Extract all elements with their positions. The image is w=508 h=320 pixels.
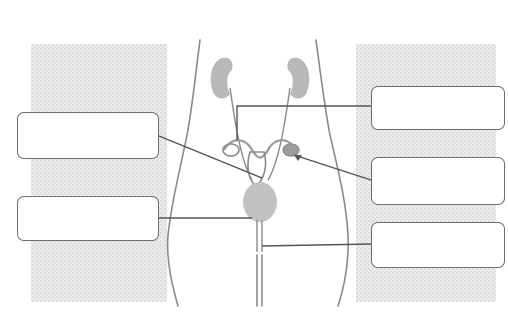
left-kidney [211, 58, 233, 99]
right-kidney [287, 58, 309, 99]
bladder [243, 182, 277, 222]
ureters [230, 88, 290, 180]
left-ovary [223, 144, 239, 156]
body-outline [168, 40, 349, 306]
urethra [257, 220, 262, 252]
leader-right-top [237, 106, 371, 140]
label-box-right-top[interactable] [371, 86, 505, 130]
leader-right-mid-arrowhead [294, 155, 302, 161]
label-box-left-upper[interactable] [17, 112, 159, 159]
label-box-right-bottom[interactable] [371, 222, 505, 268]
leader-right-bottom [262, 244, 371, 246]
right-ovary [283, 144, 299, 156]
pelvic-organs [223, 140, 299, 252]
label-box-left-lower[interactable] [17, 196, 159, 241]
label-box-right-mid[interactable] [371, 157, 505, 205]
left-pattern-panel [31, 44, 167, 302]
